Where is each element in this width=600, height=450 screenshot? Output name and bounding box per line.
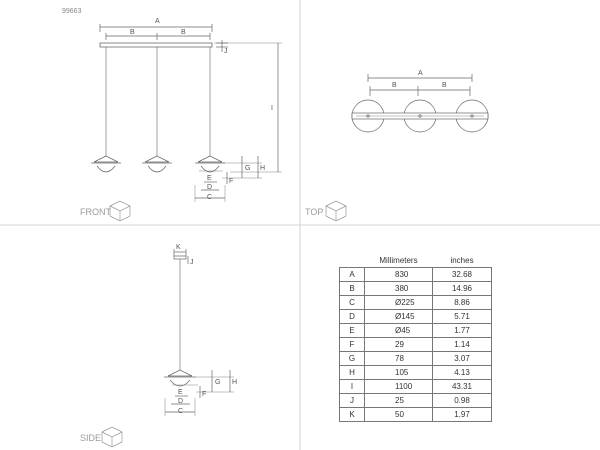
svg-text:A: A	[155, 18, 160, 25]
row-letter: E	[339, 323, 365, 338]
header-inches: inches	[432, 253, 492, 268]
front-lamp-3	[195, 155, 225, 173]
row-millimeters: Ø145	[364, 309, 433, 324]
row-letter: G	[339, 351, 365, 366]
svg-text:C: C	[178, 408, 183, 415]
table-header-row: Millimeters inches	[339, 253, 492, 268]
row-letter: B	[339, 281, 365, 296]
row-inches: 3.07	[432, 351, 492, 366]
svg-text:J: J	[190, 259, 194, 266]
svg-text:A: A	[418, 70, 423, 77]
row-inches: 32.68	[432, 267, 492, 282]
top-view-label: TOP	[305, 207, 323, 217]
row-inches: 1.97	[432, 407, 492, 422]
front-lamp-1	[91, 155, 121, 173]
svg-text:D: D	[178, 398, 183, 405]
svg-text:H: H	[232, 379, 237, 386]
svg-text:K: K	[176, 244, 181, 251]
row-inches: 8.86	[432, 295, 492, 310]
row-letter: H	[339, 365, 365, 380]
row-letter: A	[339, 267, 365, 282]
row-inches: 14.96	[432, 281, 492, 296]
row-millimeters: 50	[364, 407, 433, 422]
row-inches: 0.98	[432, 393, 492, 408]
front-lamp-2	[142, 155, 172, 173]
header-letter	[339, 253, 365, 268]
row-inches: 1.77	[432, 323, 492, 338]
side-view	[164, 249, 234, 416]
row-letter: F	[339, 337, 365, 352]
front-view-cube-icon	[109, 200, 131, 222]
row-millimeters: 105	[364, 365, 433, 380]
row-letter: I	[339, 379, 365, 394]
side-view-label: SIDE	[80, 433, 101, 443]
row-millimeters: Ø225	[364, 295, 433, 310]
svg-text:B: B	[442, 82, 447, 89]
row-millimeters: 29	[364, 337, 433, 352]
row-inches: 1.14	[432, 337, 492, 352]
row-millimeters: 830	[364, 267, 433, 282]
front-view	[91, 24, 282, 202]
top-view-cube-icon	[325, 200, 347, 222]
row-inches: 43.31	[432, 379, 492, 394]
svg-text:I: I	[271, 105, 273, 112]
svg-text:C: C	[207, 194, 212, 201]
header-millimeters: Millimeters	[364, 253, 433, 268]
row-millimeters: 380	[364, 281, 433, 296]
row-inches: 4.13	[432, 365, 492, 380]
row-millimeters: Ø45	[364, 323, 433, 338]
row-letter: C	[339, 295, 365, 310]
row-millimeters: 78	[364, 351, 433, 366]
front-view-labels: A B B J I G H E F D C	[130, 18, 273, 201]
row-letter: D	[339, 309, 365, 324]
svg-text:F: F	[202, 391, 206, 398]
side-view-cube-icon	[101, 426, 123, 448]
side-view-labels: K J G H E F D C	[176, 244, 237, 415]
svg-text:G: G	[215, 379, 220, 386]
svg-text:H: H	[260, 165, 265, 172]
row-millimeters: 25	[364, 393, 433, 408]
row-letter: K	[339, 407, 365, 422]
svg-text:D: D	[207, 184, 212, 191]
svg-text:E: E	[207, 175, 212, 182]
svg-text:F: F	[229, 178, 233, 185]
row-inches: 5.71	[432, 309, 492, 324]
row-letter: J	[339, 393, 365, 408]
svg-text:J: J	[224, 48, 228, 55]
svg-text:B: B	[130, 29, 135, 36]
svg-text:B: B	[181, 29, 186, 36]
top-view-labels: A B B	[392, 70, 447, 89]
svg-text:E: E	[178, 389, 183, 396]
product-code: 99663	[62, 8, 82, 15]
svg-text:G: G	[245, 165, 250, 172]
svg-text:B: B	[392, 82, 397, 89]
top-view	[351, 74, 489, 133]
row-millimeters: 1100	[364, 379, 433, 394]
front-view-label: FRONT	[80, 207, 111, 217]
